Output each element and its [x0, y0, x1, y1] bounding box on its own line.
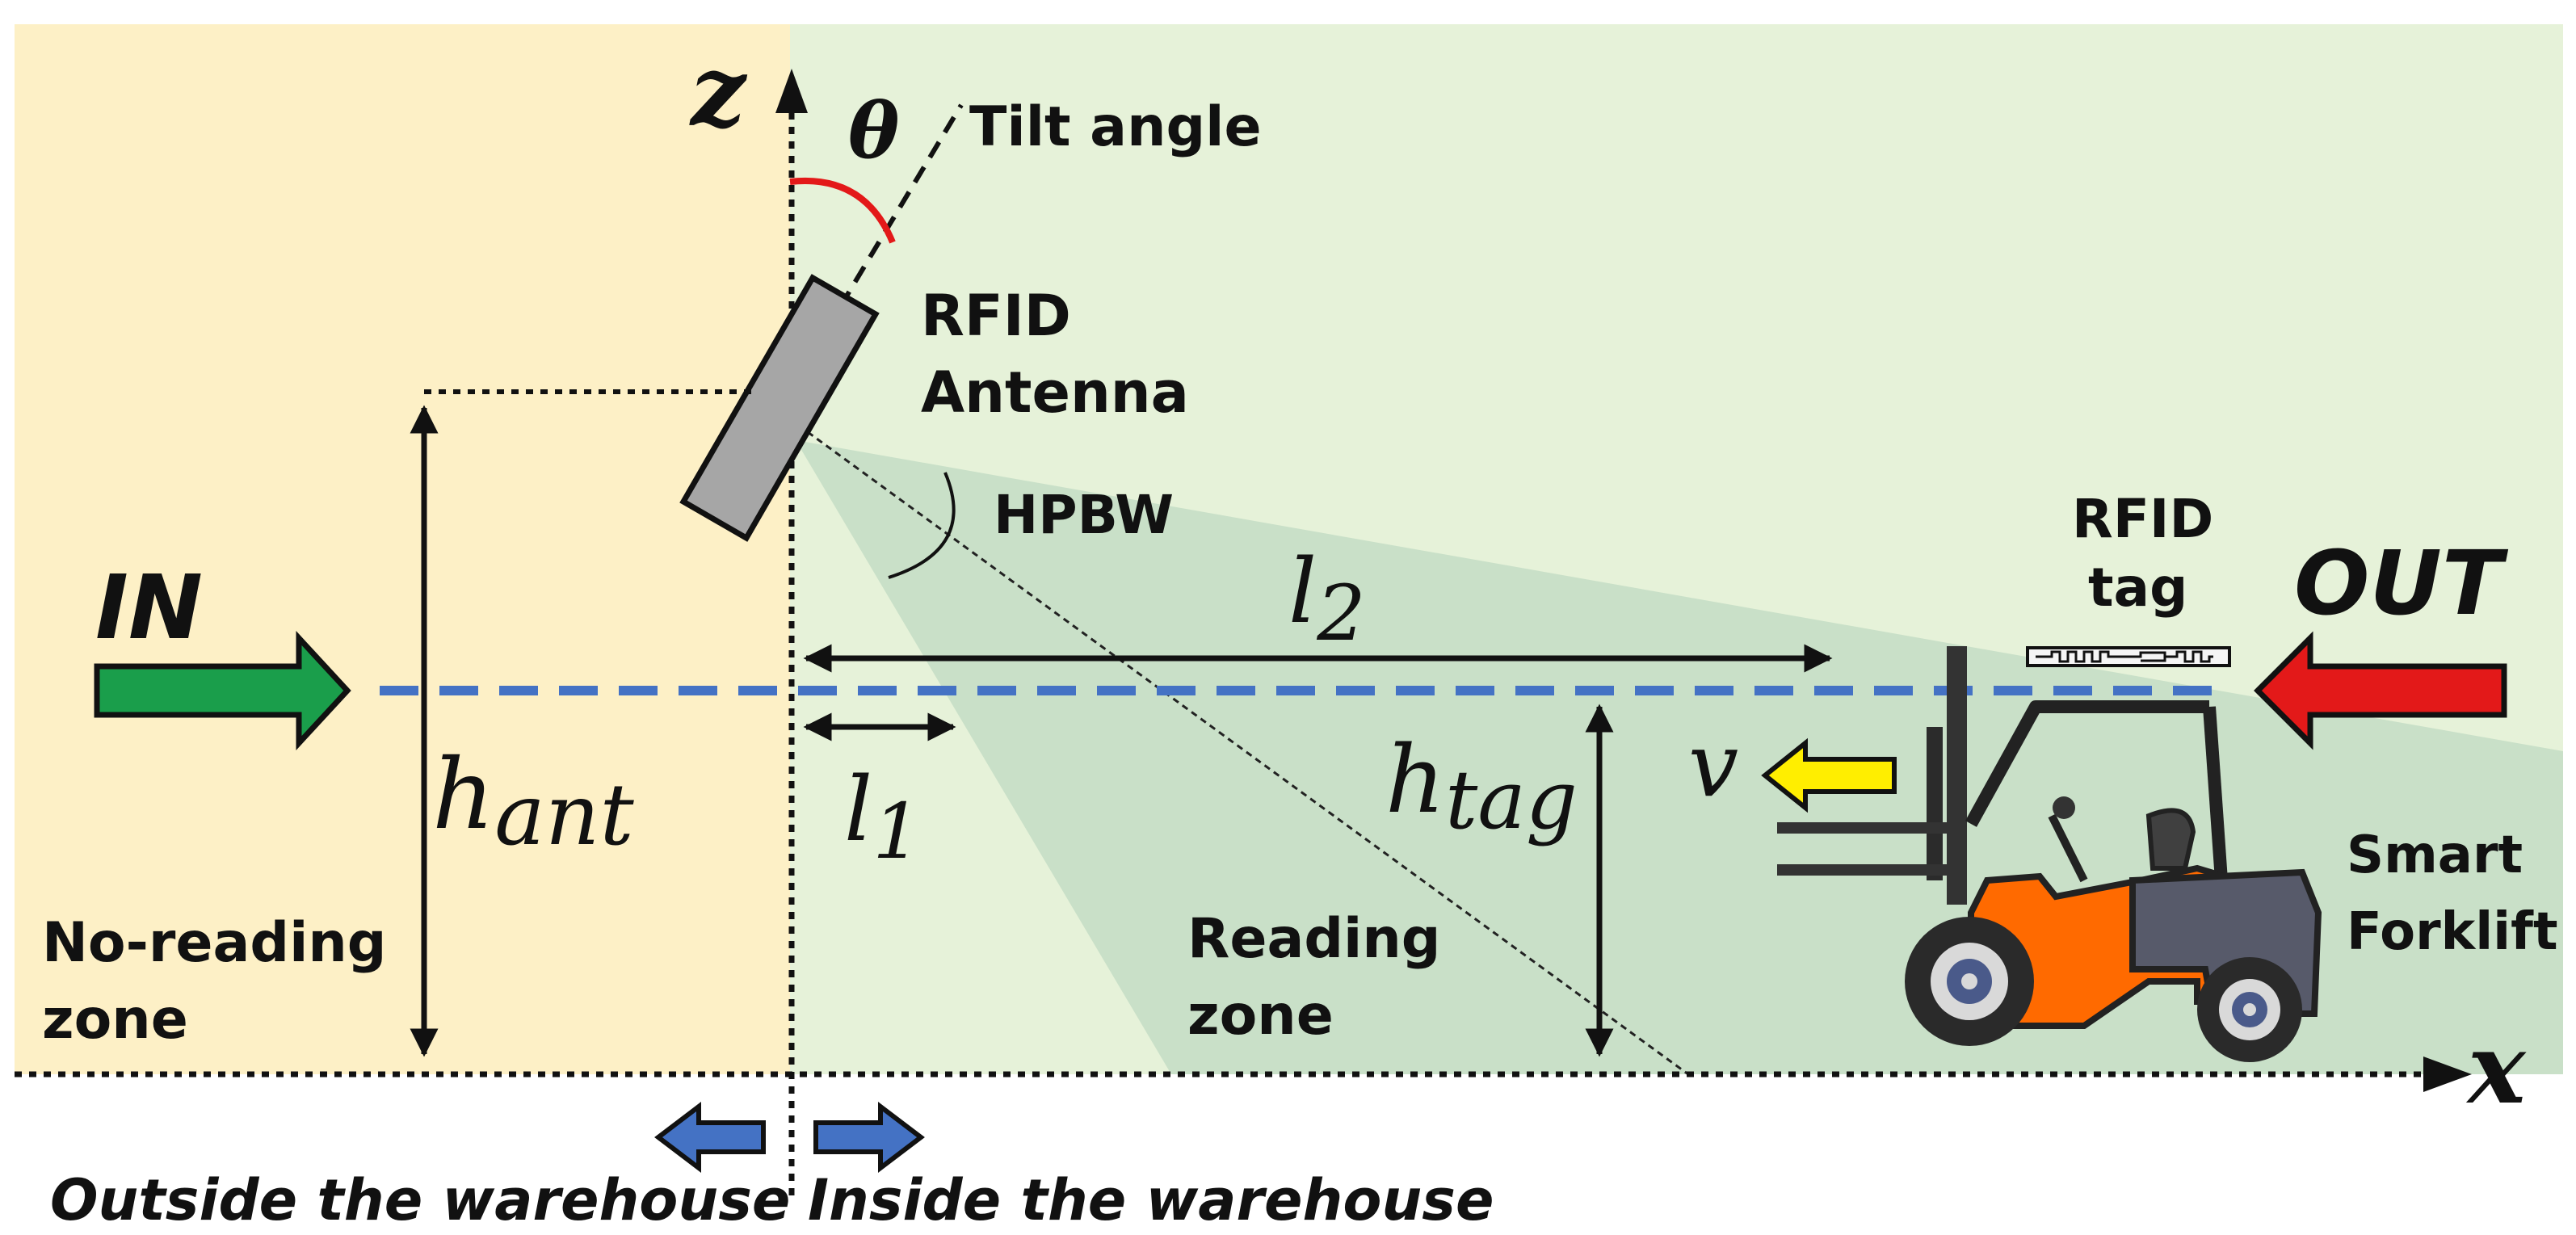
outside-warehouse-label: Outside the warehouse	[50, 1167, 790, 1233]
z-axis-arrowhead	[775, 69, 808, 113]
h-tag-label: htag	[1385, 726, 1578, 847]
l2-label: l2	[1288, 540, 1366, 658]
inside-warehouse-label: Inside the warehouse	[808, 1167, 1494, 1233]
reading-zone-label-line2: zone	[1187, 984, 1334, 1048]
no-reading-zone-label-line2: zone	[42, 988, 188, 1052]
smart-forklift-label-line2: Forklift	[2347, 902, 2558, 962]
hpbw-arc	[888, 472, 956, 579]
tilt-angle-label: Tilt angle	[969, 95, 1262, 159]
out-label: OUT	[2294, 531, 2509, 635]
smart-forklift-label-line1: Smart	[2347, 825, 2523, 885]
smart-forklift	[1777, 646, 2322, 1062]
outside-zone	[15, 24, 790, 1074]
in-arrow	[94, 631, 351, 750]
tilt-direction-line	[838, 103, 964, 309]
v-arrow	[1761, 737, 1897, 813]
z-axis-label: z	[689, 35, 748, 149]
x-axis-arrowhead	[2423, 1056, 2472, 1092]
v-label: v	[1688, 713, 1738, 817]
rfid-tag-label-line2: tag	[2088, 557, 2187, 619]
beam-center-line	[807, 431, 1689, 1076]
no-reading-zone-label-line1: No-reading	[42, 911, 386, 975]
h-ant-label: hant	[432, 739, 635, 864]
tilt-angle-arc	[789, 178, 896, 244]
in-label: IN	[95, 556, 203, 659]
hpbw-label: HPBW	[994, 484, 1174, 546]
rfid-tag-icon	[2026, 646, 2231, 667]
inside-direction-arrow	[813, 1101, 925, 1174]
rfid-antenna-label-line1: RFID	[921, 283, 1071, 349]
l1-label: l1	[844, 758, 922, 876]
rfid-tag-label-line1: RFID	[2072, 488, 2213, 550]
x-axis-label: x	[2465, 1012, 2527, 1126]
out-arrow	[2254, 631, 2507, 750]
outside-direction-arrow	[654, 1101, 766, 1174]
rfid-antenna-label-line2: Antenna	[921, 359, 1189, 426]
theta-label: θ	[848, 86, 899, 176]
reading-zone-label-line1: Reading	[1187, 907, 1440, 971]
